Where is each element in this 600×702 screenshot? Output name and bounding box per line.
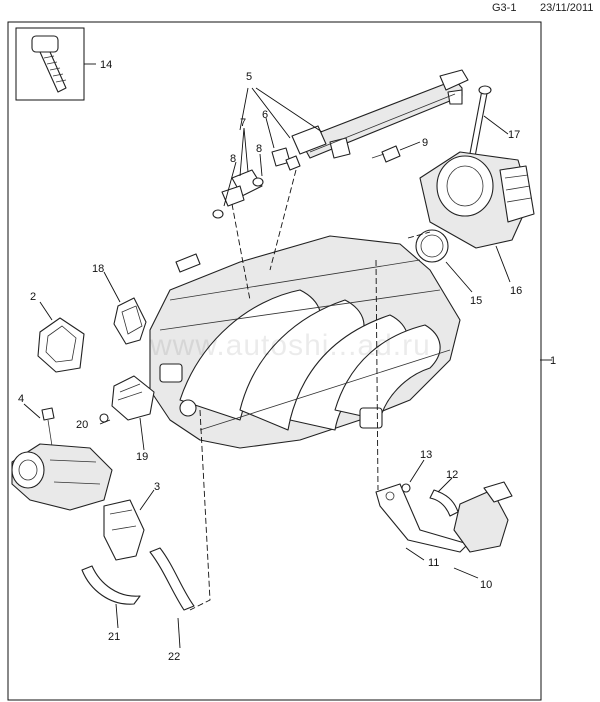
- gasket-2: [37, 317, 85, 373]
- diagram-date: 23/11/2011: [540, 2, 594, 14]
- fuel-rail: [291, 69, 469, 159]
- callout-14: 14: [100, 59, 112, 71]
- bolt-4: [41, 407, 55, 447]
- callout-20: 20: [76, 419, 88, 431]
- callout-6: 6: [262, 109, 268, 121]
- seal-18: [113, 297, 147, 345]
- callout-8-a: 8: [230, 153, 236, 165]
- throttle-body: [419, 151, 535, 249]
- callout-8-b: 8: [256, 143, 262, 155]
- connector-3: [103, 499, 145, 561]
- callout-11: 11: [428, 557, 439, 569]
- watermark-text: www.autoshi...ad.ru: [149, 329, 431, 362]
- callout-1: 1: [550, 355, 556, 367]
- diagram-frame: [7, 21, 542, 701]
- callout-15: 15: [470, 295, 482, 307]
- control-valve-assembly: [11, 443, 113, 511]
- diagram-code: G3-1: [492, 2, 517, 14]
- sensor-19: [111, 375, 155, 421]
- bolt-13: [401, 483, 411, 493]
- callout-17: 17: [508, 129, 520, 141]
- bolt-9: [371, 145, 401, 163]
- callout-3: 3: [154, 481, 160, 493]
- callout-21: 21: [108, 631, 120, 643]
- callout-22: 22: [168, 651, 180, 663]
- bolt-icon: [31, 35, 67, 93]
- hose-12: [429, 489, 459, 517]
- long-bolt-17: [467, 85, 492, 165]
- callout-7: 7: [240, 117, 246, 129]
- solenoid-valve-10: [453, 481, 513, 553]
- inset-bolt-14: [15, 27, 85, 101]
- callout-19: 19: [136, 451, 148, 463]
- callout-16: 16: [510, 285, 522, 297]
- bracket-11: [375, 483, 469, 553]
- fuel-injector-parts: [212, 147, 301, 219]
- leader-lines: [23, 63, 552, 649]
- callout-2: 2: [30, 291, 36, 303]
- manifold-bolt: [175, 253, 201, 273]
- callout-12: 12: [446, 469, 458, 481]
- callout-10: 10: [480, 579, 492, 591]
- intake-manifold: [149, 235, 461, 449]
- hose-21: [81, 565, 141, 605]
- throttle-gasket: [415, 229, 449, 263]
- hose-22: [149, 547, 195, 611]
- callout-18: 18: [92, 263, 104, 275]
- callout-9: 9: [422, 137, 428, 149]
- callout-13: 13: [420, 449, 432, 461]
- callout-5: 5: [246, 71, 252, 83]
- callout-4: 4: [18, 393, 24, 405]
- dashed-connection-lines: [189, 169, 431, 611]
